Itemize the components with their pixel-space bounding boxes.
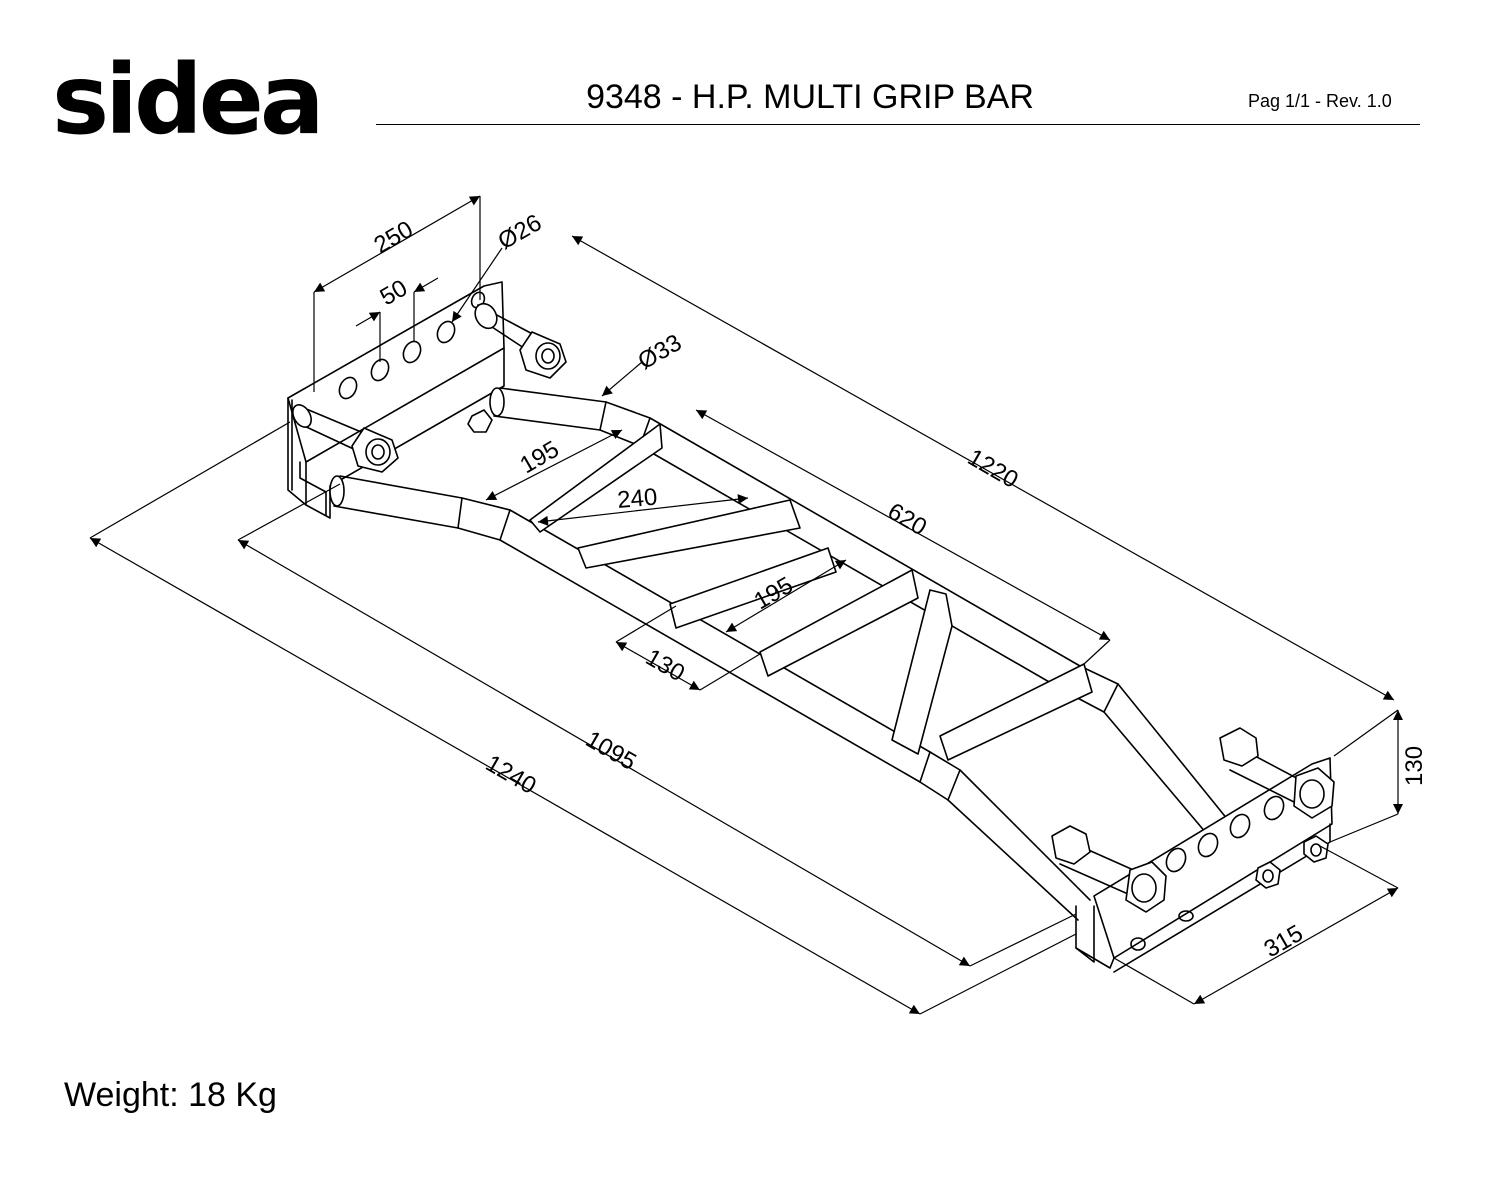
multi-grip-bar — [287, 281, 1335, 973]
left-pins — [292, 302, 567, 473]
dim-620-label: 620 — [883, 498, 931, 541]
right-pins — [1051, 727, 1335, 913]
header-divider — [376, 124, 1420, 125]
dim-1220-label: 1220 — [963, 444, 1023, 494]
dimension-lines — [89, 195, 1403, 1015]
dim-130-left-label: 130 — [641, 644, 689, 687]
dim-1240-label: 1240 — [481, 750, 541, 800]
dim-dia33-label: Ø33 — [634, 329, 687, 375]
dim-130-right-label: 130 — [1401, 746, 1428, 786]
dim-315-label: 315 — [1260, 920, 1308, 963]
weight-label: Weight: 18 Kg — [64, 1076, 277, 1114]
page-revision: Pag 1/1 - Rev. 1.0 — [1248, 91, 1392, 111]
dim-1095-label: 1095 — [581, 726, 641, 776]
dim-195-top-label: 195 — [516, 436, 564, 479]
dim-240-label: 240 — [616, 484, 658, 514]
drawing-title: 9348 - H.P. MULTI GRIP BAR — [586, 78, 1034, 116]
sidea-logo: sidea — [52, 44, 325, 156]
dim-250-label: 250 — [370, 216, 418, 259]
left-bracket — [287, 281, 505, 519]
dim-50-label: 50 — [376, 274, 413, 311]
bar-frame — [329, 387, 1229, 921]
